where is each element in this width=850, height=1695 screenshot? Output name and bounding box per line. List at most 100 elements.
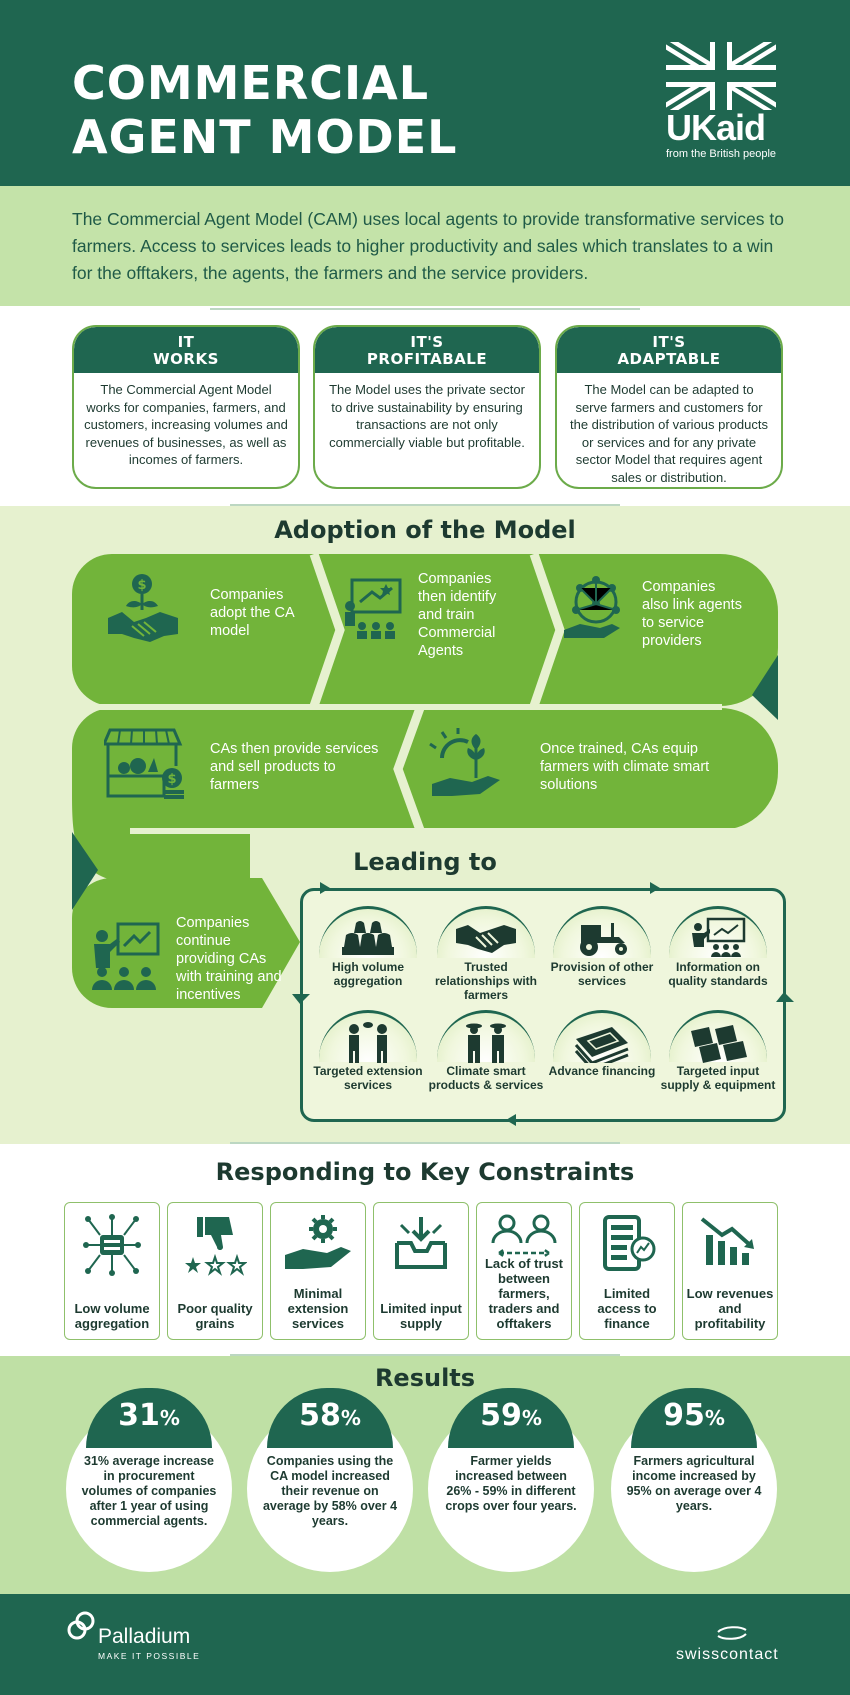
declining-chart-icon [700,1217,754,1265]
constraint-label: Limited input supply [380,1301,462,1331]
presentation-chart-icon [692,917,746,957]
tractor-icon [580,923,627,956]
result-unit: % [521,1406,542,1430]
constraint-card: Limited input supply [373,1202,469,1340]
pillar-heading-line1: IT'S [652,333,686,351]
pillar-body: The Model can be adapted to serve farmer… [570,382,768,485]
svg-text:$: $ [137,578,146,593]
leading-icon-frame [319,906,417,958]
swisscontact-logo-icon [717,1626,747,1640]
result-badge: 95% Farmers agricultural income increase… [611,1388,777,1576]
inbox-arrows-icon [395,1217,447,1269]
cash-stack-icon [574,1027,629,1063]
result-number: 59 [480,1398,522,1433]
constraint-label: Low volume aggregation [74,1301,150,1331]
leading-icon-frame [437,906,535,958]
pillar-body: The Model uses the private sector to dri… [329,382,525,450]
result-badge: 31% 31% average increase in procurement … [66,1388,232,1576]
leading-item-label: Advance financing [548,1064,656,1078]
leading-item-label: Information on quality standards [668,960,768,988]
pillar-heading-line2: WORKS [153,350,219,368]
page-title: COMMERCIAL AGENT MODEL [72,56,457,164]
two-people-talking-icon [349,1022,387,1063]
header: COMMERCIAL AGENT MODEL UKaid from the Br… [0,0,850,186]
result-text: Farmers agricultural income increased by… [626,1454,762,1513]
constraint-label: Poor quality grains [177,1301,253,1331]
swisscontact-wordmark: swisscontact [676,1646,779,1663]
result-badge: 59% Farmer yields increased between 26% … [428,1388,594,1576]
divider [230,1142,620,1144]
pillar-heading-line1: IT'S [410,333,444,351]
constraint-label: Lack of trust between farmers, traders a… [484,1256,563,1331]
result-number: 58 [299,1398,341,1433]
pillar-body: The Commercial Agent Model works for com… [84,382,288,467]
pillar-heading-line1: IT [177,333,195,351]
constraint-card: Low revenues and profitability [682,1202,778,1340]
constraint-card: Low volume aggregation [64,1202,160,1340]
pillar-profitable: IT'S PROFITABALE The Model uses the priv… [313,325,541,489]
ukaid-wordmark: UKaid [666,107,766,148]
title-line-2: AGENT MODEL [72,110,458,164]
leading-item-label: High volume aggregation [331,960,404,988]
result-text: Companies using the CA model increased t… [262,1454,398,1528]
palladium-logo-icon [67,1611,95,1640]
intro-band: The Commercial Agent Model (CAM) uses lo… [0,186,850,306]
adoption-step-1: Companies adopt the CA model [210,587,294,639]
ukaid-tagline: from the British people [666,148,777,160]
leading-icon-frame [437,1010,535,1063]
result-text: Farmer yields increased between 26% - 59… [445,1454,577,1513]
pillar-it-works: IT WORKS The Commercial Agent Model work… [72,325,300,489]
constraints-title: Responding to Key Constraints [215,1158,635,1186]
pillar-heading: IT'S ADAPTABLE [557,327,781,373]
plant-sun-hand-icon [429,728,500,796]
adoption-step-2: Companies then identify and train Commer… [418,571,497,659]
handshake-icon [456,925,516,953]
leading-item: Targeted extension services [308,1010,428,1092]
leading-icon-frame [553,906,651,958]
leading-icon-frame [669,906,767,958]
constraint-label: Limited access to finance [597,1286,657,1331]
footer: Palladium MAKE IT POSSIBLE swisscontact [0,1594,850,1695]
palladium-wordmark: Palladium [98,1625,191,1648]
result-number: 95 [663,1398,705,1433]
pillar-heading-line2: ADAPTABLE [617,350,721,368]
leading-item: Targeted input supply & equipment [658,1010,778,1092]
pillar-adaptable: IT'S ADAPTABLE The Model can be adapted … [555,325,783,489]
gear-hand-icon [285,1215,351,1269]
result-number: 31 [118,1398,160,1433]
leading-title: Leading to [353,848,497,876]
divider [230,504,620,506]
intro-text: The Commercial Agent Model (CAM) uses lo… [72,209,784,283]
leading-item: Provision of other services [542,906,662,988]
leading-item: Information on quality standards [658,906,778,988]
grain-sacks-icon [342,921,394,955]
palladium-tagline: MAKE IT POSSIBLE [98,1651,201,1661]
pillar-heading: IT WORKS [74,327,298,373]
trainer-audience-icon [92,922,160,990]
constraint-card: Poor quality grains [167,1202,263,1340]
market-stall-icon: $ [104,728,184,799]
union-flag-icon [666,42,776,110]
leading-icon-frame [319,1010,417,1063]
pillar-heading: IT'S PROFITABALE [315,327,539,373]
adoption-step-6: Companies continue providing CAs with tr… [176,915,282,1003]
network-nodes-icon [83,1214,141,1276]
leading-icon-frame [669,1010,767,1063]
results-title: Results [374,1364,476,1392]
leading-item-label: Trusted relationships with farmers [434,960,537,1002]
adoption-step-4: Once trained, CAs equip farmers with cli… [540,741,710,793]
leading-item-label: Provision of other services [550,960,654,988]
leading-item: Climate smart products & services [426,1010,546,1092]
result-text: 31% average increase in procurement volu… [81,1454,217,1528]
leading-item-label: Climate smart products & services [428,1064,544,1092]
thumbs-down-stars-icon [185,1217,247,1276]
result-badge: 58% Companies using the CA model increas… [247,1388,413,1576]
result-unit: % [340,1406,361,1430]
result-unit: % [704,1406,725,1430]
document-chart-icon [603,1215,656,1271]
leading-icon-frame [553,1010,651,1063]
leading-item-label: Targeted input supply & equipment [660,1064,776,1092]
divider [230,1354,620,1356]
adoption-title: Adoption of the Model [274,516,576,544]
svg-text:$: $ [167,772,176,787]
